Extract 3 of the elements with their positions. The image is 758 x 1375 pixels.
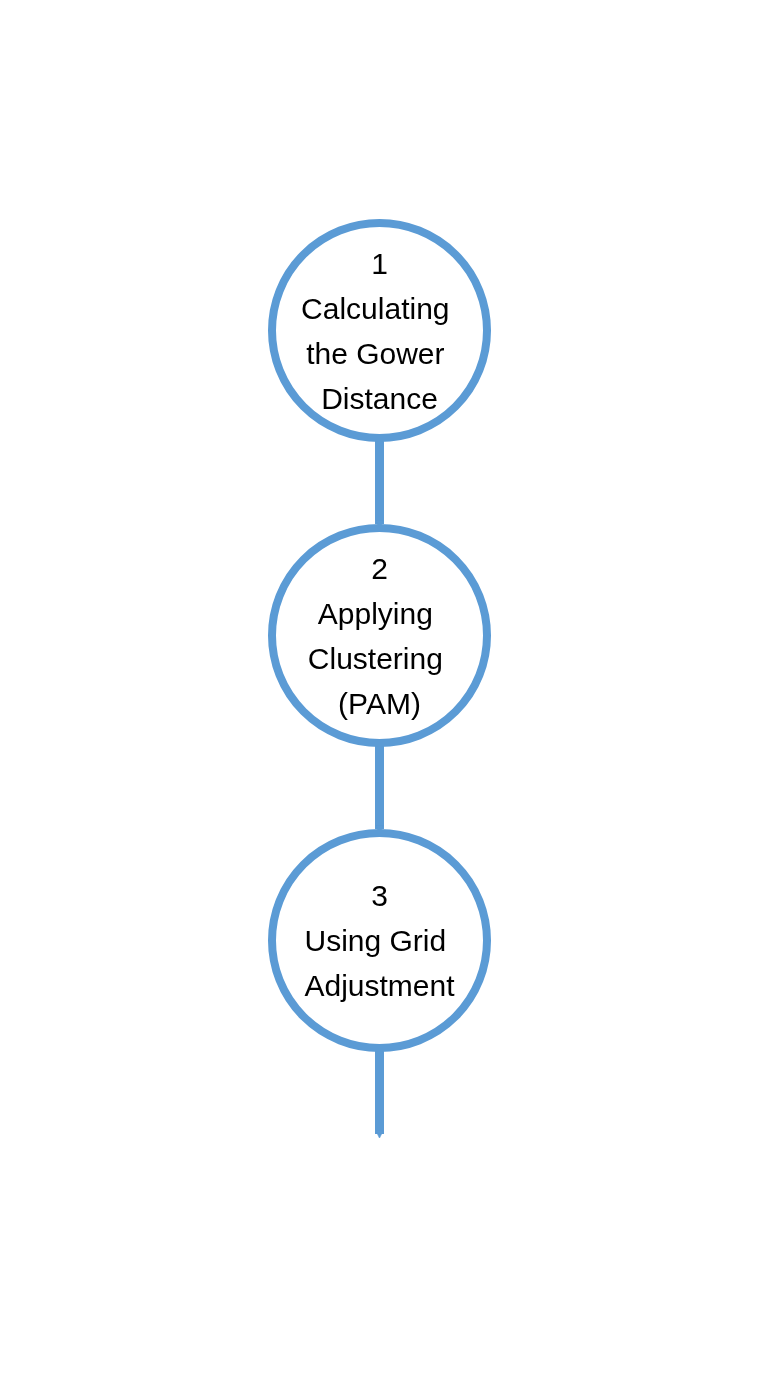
node-circle: 3 Using Grid Adjustment (267, 828, 491, 1052)
node-circle: 1 Calculating the Gower Distance (267, 218, 491, 442)
node-circle: 2 Applying Clustering (PAM) (267, 523, 491, 747)
